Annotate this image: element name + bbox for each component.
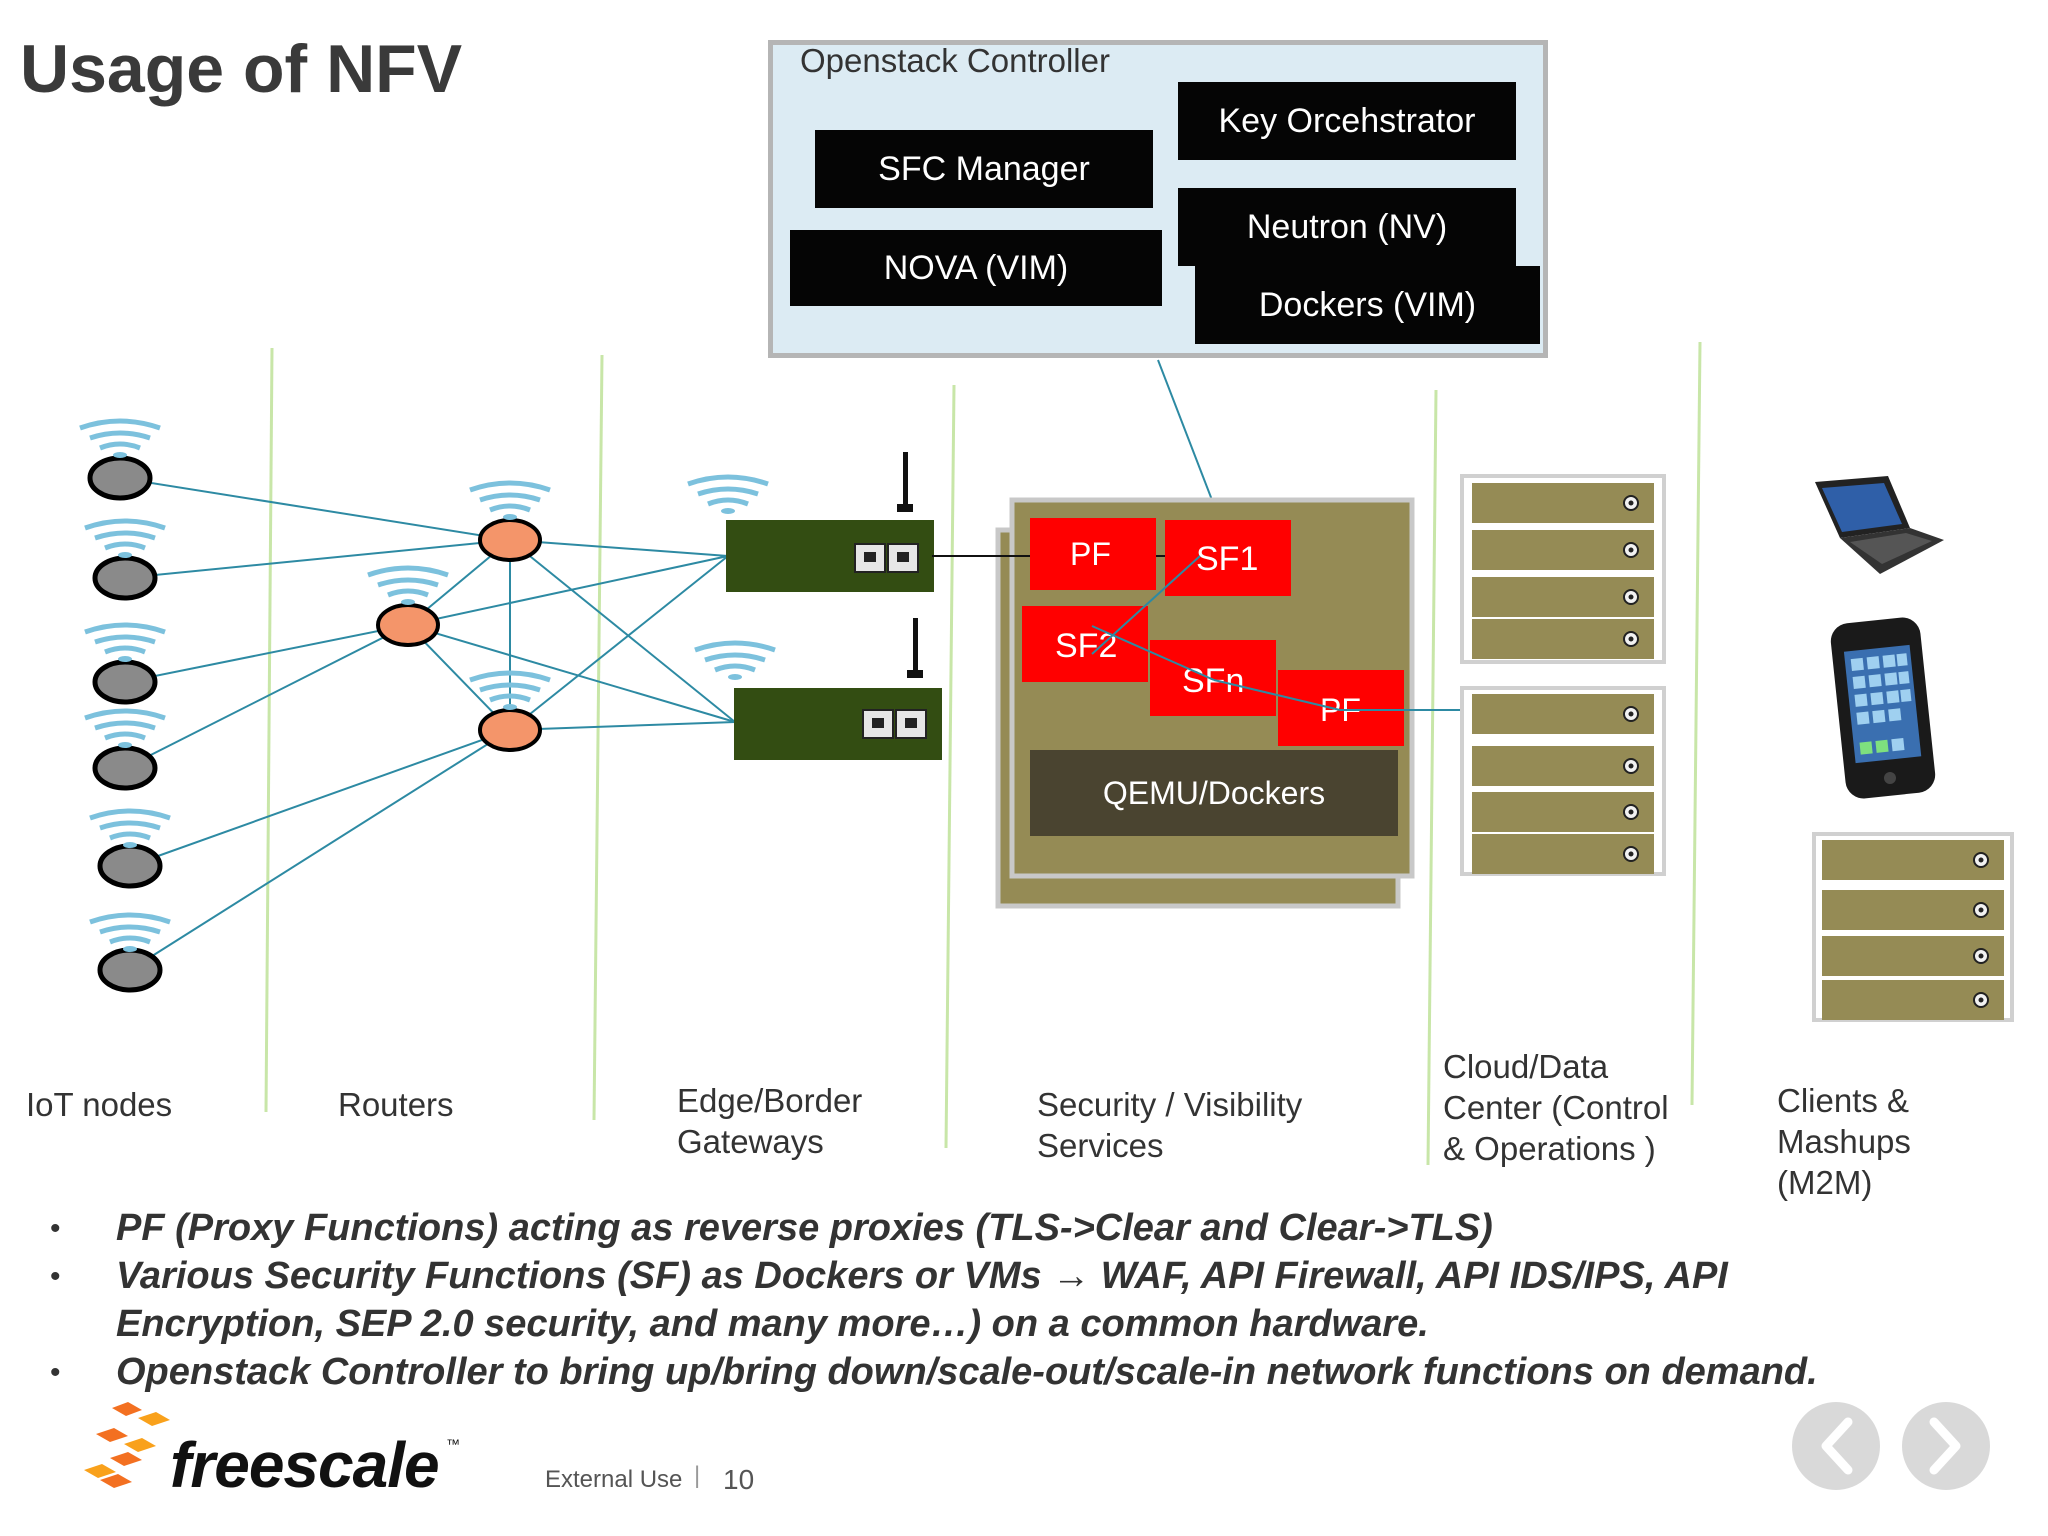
bullet-security-functions-cont: Encryption, SEP 2.0 security, and many m… bbox=[116, 1303, 1429, 1345]
tier-label-edge-2: Gateways bbox=[677, 1123, 824, 1160]
tier-label-routers: Routers bbox=[338, 1086, 454, 1123]
tier-dividers bbox=[264, 341, 1702, 1166]
smartphone-icon bbox=[1830, 617, 1936, 799]
freescale-logo-icon bbox=[84, 1402, 170, 1488]
bullet-marker: • bbox=[50, 1356, 61, 1389]
key-orchestrator-block: Key Orcehstrator bbox=[1178, 82, 1516, 160]
sfc-manager-block: SFC Manager bbox=[815, 130, 1153, 208]
tier-label-cloud-1: Cloud/Data bbox=[1443, 1048, 1609, 1085]
iot-nodes bbox=[87, 455, 163, 993]
sfn-label: SFn bbox=[1182, 662, 1245, 700]
tier-label-cloud-2: Center (Control bbox=[1443, 1089, 1669, 1126]
tier-label-security-2: Services bbox=[1037, 1127, 1164, 1164]
freescale-brand: freescale bbox=[170, 1429, 440, 1501]
dockers-vim-block: Dockers (VIM) bbox=[1195, 266, 1540, 344]
sf1-block bbox=[1165, 520, 1291, 596]
bullet-proxy-functions: PF (Proxy Functions) acting as reverse p… bbox=[116, 1207, 1493, 1249]
bullet-marker: • bbox=[50, 1212, 61, 1245]
nova-vim-block: NOVA (VIM) bbox=[790, 230, 1162, 306]
footer-separator: | bbox=[694, 1462, 701, 1489]
tier-label-iot: IoT nodes bbox=[26, 1086, 173, 1123]
chevron-right-icon[interactable] bbox=[1902, 1402, 1990, 1490]
sf1-label: SF1 bbox=[1196, 540, 1259, 578]
tier-label-cloud-3: & Operations ) bbox=[1443, 1130, 1656, 1167]
pf-ingress-label: PF bbox=[1070, 536, 1111, 572]
sfn-block bbox=[1150, 640, 1276, 716]
footer-classification: External Use bbox=[545, 1466, 683, 1493]
bullet-openstack-controller: Openstack Controller to bring up/bring d… bbox=[116, 1351, 1818, 1393]
service-chain-links bbox=[1091, 555, 1474, 711]
sf2-block bbox=[1022, 606, 1148, 682]
routers bbox=[376, 518, 542, 752]
tier-label-clients-1: Clients & bbox=[1777, 1082, 1910, 1119]
tier-label-edge-1: Edge/Border bbox=[677, 1082, 863, 1119]
antenna-icon bbox=[897, 452, 923, 678]
qemu-dockers-runtime: QEMU/Dockers bbox=[1030, 750, 1398, 836]
tier-label-clients-3: (M2M) bbox=[1777, 1164, 1873, 1201]
pf-egress-block bbox=[1278, 670, 1404, 746]
pf-ingress-block bbox=[1030, 518, 1156, 590]
neutron-block: Neutron (NV) bbox=[1178, 188, 1516, 266]
controller-link bbox=[1157, 359, 1213, 501]
tier-label-security-1: Security / Visibility bbox=[1037, 1086, 1303, 1123]
trademark-mark: ™ bbox=[446, 1436, 460, 1452]
page-number: 10 bbox=[723, 1464, 755, 1495]
edge-gateways bbox=[726, 520, 942, 760]
openstack-controller-label: Openstack Controller bbox=[800, 42, 1110, 79]
bullet-marker: • bbox=[50, 1260, 61, 1293]
datacenter-racks bbox=[1460, 474, 2014, 1022]
chevron-left-icon[interactable] bbox=[1792, 1402, 1880, 1490]
bullet-security-functions: Various Security Functions (SF) as Docke… bbox=[116, 1255, 1728, 1297]
laptop-icon bbox=[1815, 476, 1944, 574]
page-title: Usage of NFV bbox=[20, 31, 463, 107]
tier-label-clients-2: Mashups bbox=[1777, 1123, 1911, 1160]
network-links bbox=[119, 477, 736, 971]
